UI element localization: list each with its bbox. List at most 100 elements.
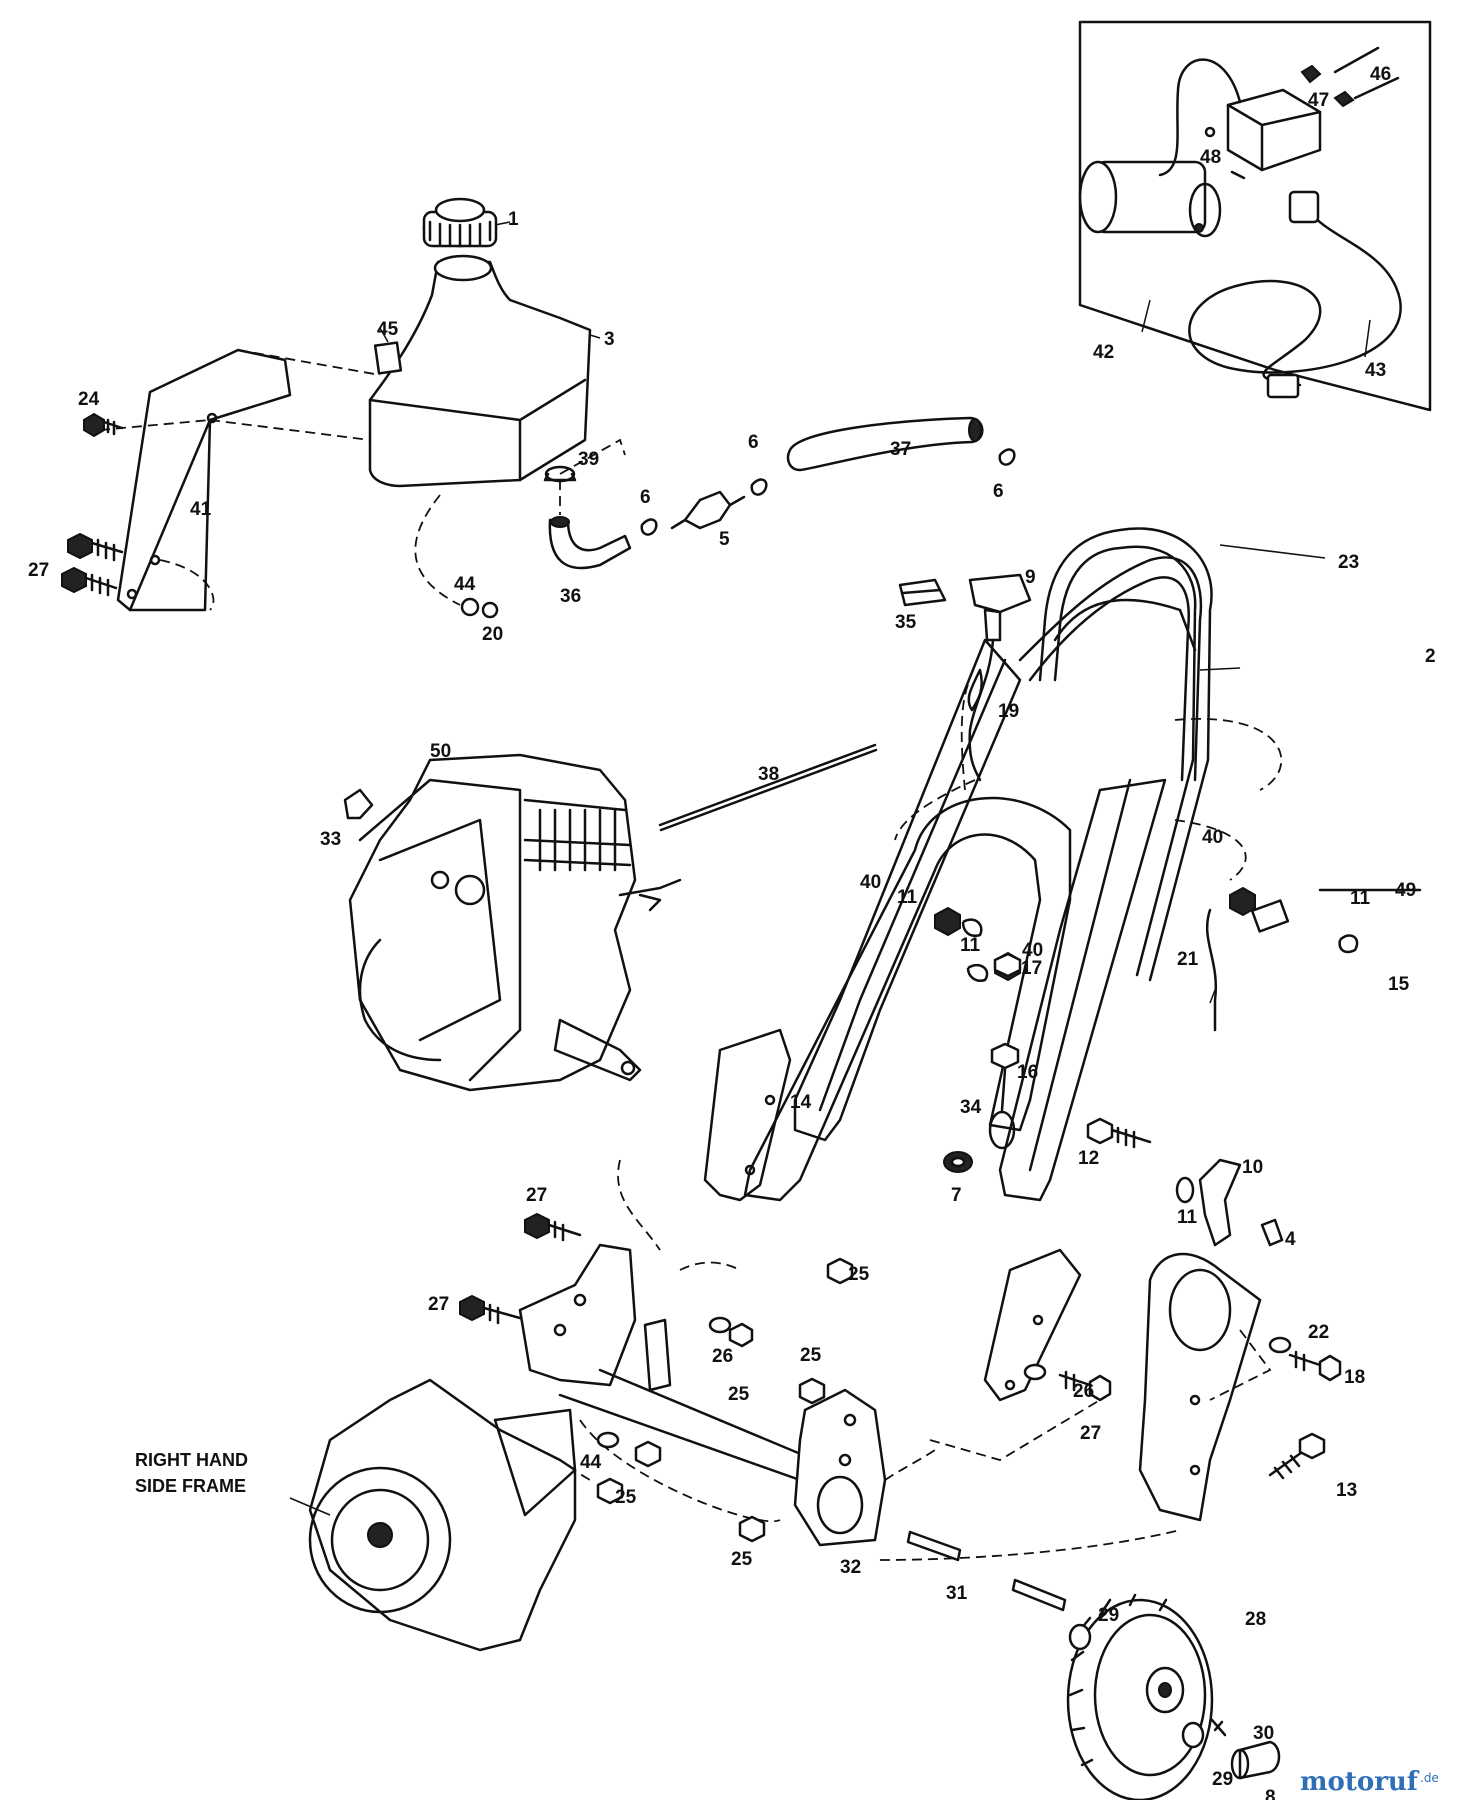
label-11b: 11 xyxy=(960,935,981,956)
clamp-6a xyxy=(640,518,658,536)
handle-hardware xyxy=(898,573,1422,1247)
label-3: 3 xyxy=(604,329,615,350)
washer-44 xyxy=(596,1431,620,1449)
label-27b: 27 xyxy=(526,1185,547,1206)
label-6b: 6 xyxy=(748,432,759,453)
label-9: 9 xyxy=(1025,567,1036,588)
label-16: 16 xyxy=(1017,1062,1038,1083)
electric-starter-inset xyxy=(1078,20,1432,412)
label-6c: 6 xyxy=(993,481,1004,502)
washer-26b xyxy=(1023,1363,1047,1381)
label-30: 30 xyxy=(1253,1723,1274,1744)
washer-29a xyxy=(1068,1623,1092,1651)
fuel-hose-37 xyxy=(786,416,984,472)
starter-handle-9 xyxy=(968,573,1032,614)
side-frame-right xyxy=(1138,1252,1262,1522)
label-22: 22 xyxy=(1308,1322,1329,1343)
fuel-decal xyxy=(373,341,403,375)
label-50: 50 xyxy=(430,741,451,762)
part-labels: 1 2 3 4 5 6 6 6 7 8 9 10 11 11 11 11 12 … xyxy=(28,64,1436,1800)
label-8: 8 xyxy=(1265,1787,1276,1800)
handle-rail-right xyxy=(998,778,1167,1202)
fuel-hose-36 xyxy=(548,518,632,570)
label-29b: 29 xyxy=(1212,1769,1233,1790)
nut-17 xyxy=(993,952,1022,978)
label-13: 13 xyxy=(1336,1480,1357,1501)
engine-crankshaft xyxy=(553,1018,642,1082)
label-25a: 25 xyxy=(848,1264,870,1285)
bolt-27-frame-b xyxy=(459,1294,522,1325)
washer-11a xyxy=(961,918,983,937)
cable-bracket xyxy=(1250,899,1290,933)
label-33: 33 xyxy=(320,829,341,850)
screw-4 xyxy=(1260,1218,1284,1247)
label-44b: 44 xyxy=(580,1452,602,1473)
label-11a: 11 xyxy=(897,887,918,908)
label-49: 49 xyxy=(1395,880,1416,901)
nut-16 xyxy=(990,1042,1020,1070)
frame-label-line1: RIGHT HAND xyxy=(135,1450,248,1470)
label-19: 19 xyxy=(998,701,1019,722)
label-48: 48 xyxy=(1200,147,1221,168)
label-40c: 40 xyxy=(1202,827,1223,848)
label-11d: 11 xyxy=(1350,888,1371,909)
frame-label-line2: SIDE FRAME xyxy=(135,1476,246,1496)
label-12: 12 xyxy=(1078,1148,1099,1169)
leader-lines xyxy=(289,221,1326,1516)
label-2: 2 xyxy=(1425,646,1436,667)
label-27a: 27 xyxy=(28,560,49,581)
label-6a: 6 xyxy=(640,487,651,508)
watermark-suffix: .de xyxy=(1420,1771,1439,1785)
washer-22 xyxy=(1268,1336,1292,1354)
engine xyxy=(343,743,878,1092)
label-41: 41 xyxy=(190,499,212,520)
extension-cord xyxy=(1188,208,1402,387)
frame-assembly xyxy=(308,1159,1342,1800)
shaft-31 xyxy=(906,1530,962,1562)
label-25c: 25 xyxy=(800,1345,822,1366)
washer-11b xyxy=(966,963,989,982)
label-7: 7 xyxy=(951,1185,962,1206)
rod-38 xyxy=(658,743,877,827)
tank-bracket xyxy=(116,348,292,612)
wheel-28 xyxy=(1066,1593,1214,1800)
label-27d: 27 xyxy=(1080,1423,1101,1444)
clip-33 xyxy=(343,788,374,820)
label-4: 4 xyxy=(1285,1229,1296,1250)
bolt-24 xyxy=(83,412,124,438)
pin-30 xyxy=(1210,1718,1227,1737)
nut-40a xyxy=(934,906,961,937)
label-18: 18 xyxy=(1344,1367,1365,1388)
label-45: 45 xyxy=(377,319,399,340)
label-24: 24 xyxy=(78,389,100,410)
washer-26a xyxy=(708,1316,732,1334)
housing-bracket-left xyxy=(518,1243,637,1387)
upper-handle-23 xyxy=(1038,527,1213,982)
label-27c: 27 xyxy=(428,1294,449,1315)
label-26a: 26 xyxy=(712,1346,733,1367)
label-34: 34 xyxy=(960,1097,982,1118)
label-39: 39 xyxy=(578,449,599,470)
label-42: 42 xyxy=(1093,342,1114,363)
washer-11c xyxy=(1175,1176,1195,1204)
clamp-6c xyxy=(998,448,1016,466)
label-25e: 25 xyxy=(731,1549,753,1570)
label-44a: 44 xyxy=(454,574,476,595)
watermark-brand: motoruf xyxy=(1300,1767,1420,1797)
label-25d: 25 xyxy=(615,1487,637,1508)
cable-21 xyxy=(1205,908,1218,1032)
right-hand-side-frame xyxy=(308,1378,577,1652)
label-46: 46 xyxy=(1370,64,1391,85)
starter-switch-box xyxy=(1226,88,1322,172)
label-38: 38 xyxy=(758,764,779,785)
label-10: 10 xyxy=(1242,1157,1263,1178)
bolt-27-frame-c xyxy=(1058,1370,1112,1402)
label-40a: 40 xyxy=(860,872,881,893)
label-43: 43 xyxy=(1365,360,1386,381)
knob-10 xyxy=(1198,1158,1242,1247)
label-35: 35 xyxy=(895,612,917,633)
bolt-18 xyxy=(1288,1350,1342,1382)
label-47: 47 xyxy=(1308,90,1329,111)
label-36: 36 xyxy=(560,586,581,607)
